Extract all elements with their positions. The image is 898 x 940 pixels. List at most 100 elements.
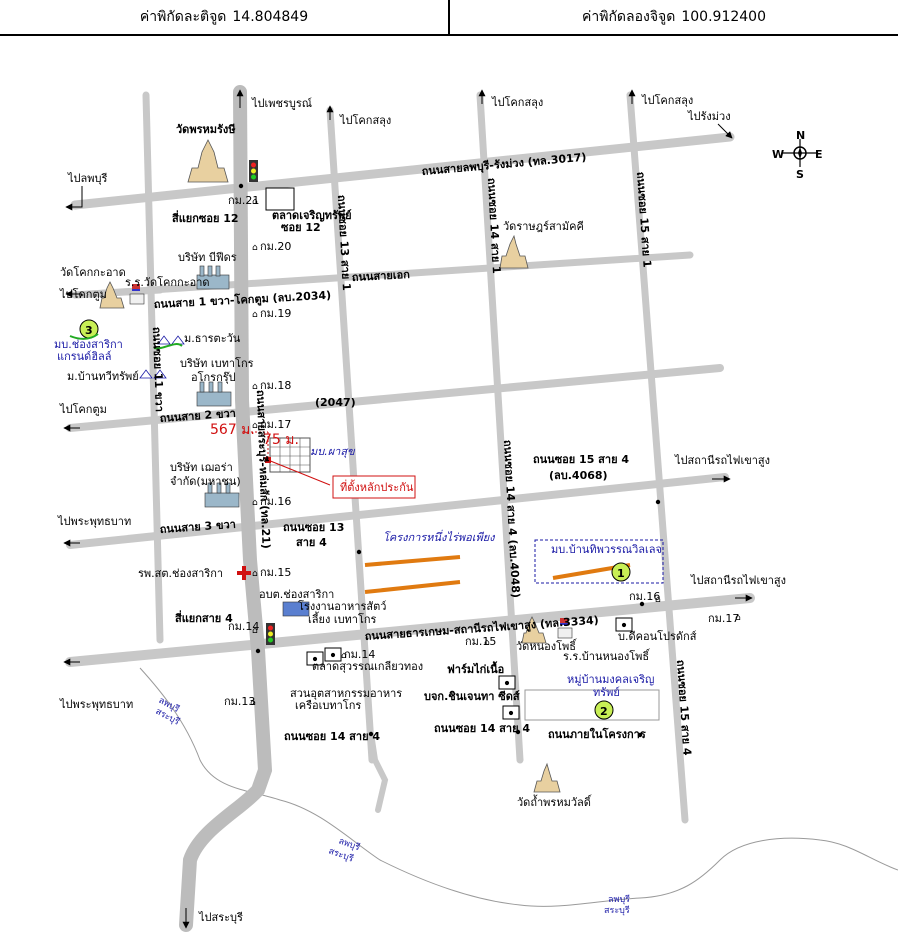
direction-labels: ไปเพชรบูรณ์ ไปโคกสลุง ไปโคกสลุง ไปโคกสลุ… [57, 93, 786, 924]
label-sieang-soi12: สี่แยกซอย 12 [172, 210, 239, 225]
label-coop-1: สวนอุตสาหกรรมอาหาร [290, 687, 402, 700]
km-13: กม.13 [224, 695, 255, 708]
svg-text:⌂: ⌂ [341, 651, 347, 661]
label-soi15-4: ถนนซอย 15 สาย 4 [533, 453, 629, 466]
traffic-light-icon [249, 160, 258, 182]
marker-3-label: 3 [85, 324, 93, 337]
label-wat-tham: วัดถ้ำพรหมวัลดิ์ [517, 794, 593, 809]
label-soi11: ถนนซอย 11 ขวา [150, 327, 166, 412]
km-18: กม.18 [260, 379, 291, 392]
label-coop-2: เครือเบทาโกร [295, 698, 361, 712]
label-obt: อบต.ช่องสาริกา [259, 588, 334, 601]
longitude-value: 100.912400 [681, 9, 766, 25]
label-soi12: ซอย 12 [281, 221, 321, 234]
village-icon [69, 333, 99, 340]
label-grand-hill: แกรนด์ฮิลล์ [57, 350, 112, 363]
label-mb-hattaphan: มบ.บ้านทิพวรรณวิลเลจ [551, 543, 662, 556]
compass: N S E W [772, 129, 823, 181]
label-internal-road: ถนนภายในโครงการ [548, 727, 646, 741]
label-road-2-khwa: ถนนสาย 2 ขวา [159, 407, 236, 425]
label-mera-2: จำกัด(มหาชน) [170, 475, 241, 488]
label-to-lopburi: ไปลพบุรี [67, 172, 107, 185]
label-to-phraphutthabat-2: ไปพระพุทธบาท [59, 698, 133, 711]
temple-icon [99, 281, 125, 309]
road-soi11 [142, 91, 164, 644]
label-lb4068: (ลบ.4068) [549, 469, 608, 482]
label-road-2047: (2047) [315, 396, 356, 409]
label-m-banthawi: ม.บ้านทวีทรัพย์ [67, 370, 139, 383]
label-to-khoksalung-3: ไปโคกสลุง [641, 93, 693, 107]
label-soi13-1: ถนนซอย 13 สาย 1 [335, 194, 353, 291]
road-2034 [71, 286, 164, 299]
label-road-3-khwa: ถนนสาย 3 ขวา [159, 518, 236, 536]
label-to-khoktum-1: ไปโคกตูม [59, 287, 107, 301]
label-kaifarm: ฟาร์มไก่เนื้อ [447, 661, 504, 676]
road-soi13 [326, 106, 376, 764]
label-to-rangmuang: ไปรังม่วง [687, 110, 731, 123]
label-mb-chongsarika: มบ.ช่องสาริกา [54, 338, 123, 351]
sufficiency-project [364, 555, 461, 594]
km-15: กม.15 [260, 566, 291, 579]
temple-icon [521, 616, 547, 644]
svg-text:⌂: ⌂ [735, 613, 741, 623]
land-parcel [243, 431, 331, 486]
km-15b: กม.15 [465, 635, 496, 648]
compass-e: E [815, 148, 823, 161]
label-land-location: ที่ตั้งหลักประกัน [340, 479, 414, 494]
km-20: กม.20 [260, 240, 291, 253]
label-wat-khokkasa: วัดโคกกะอาด [60, 265, 126, 279]
road-network [65, 91, 755, 824]
building-marker [265, 187, 633, 720]
label-price-567: 567 ม. [210, 422, 255, 438]
km-14b: กม.14 [344, 648, 375, 661]
label-to-station-1: ไปสถานีรถไฟเขาสูง [674, 454, 770, 467]
label-to-phraphutthabat-1: ไปพระพุทธบาท [57, 515, 131, 528]
village-icon [153, 335, 185, 350]
label-sieang-sai4: สี่แยกสาย 4 [175, 610, 233, 625]
hospital-icon [237, 566, 251, 580]
km-19: กม.19 [260, 307, 291, 320]
km-14: กม.14 [228, 620, 259, 633]
label-to-phetchabun: ไปเพชรบูรณ์ [251, 97, 312, 110]
label-pdcon: บ.ดีคอนโปรดักส์ [618, 629, 697, 643]
compass-w: W [772, 148, 784, 161]
road-soi15 [626, 91, 689, 824]
road-soi14 [476, 91, 524, 764]
label-mb-mongkol-1: หมู่บ้านมงคลเจริญ [567, 673, 654, 686]
label-betagro-1: บริษัท เบทาโกร [180, 356, 254, 370]
svg-text:⌂: ⌂ [252, 197, 258, 207]
road-3-khwa [66, 473, 729, 549]
temple-icon [533, 762, 561, 793]
road-sai-ek [71, 251, 694, 299]
label-mera-1: บริษัท เฌอร่า [170, 461, 233, 474]
province-b-3: สระบุรี [604, 905, 630, 916]
label-to-station-2: ไปสถานีรถไฟเขาสูง [690, 574, 786, 587]
village-icon [139, 369, 167, 379]
label-mb-mongkol-2: ทรัพย์ [593, 686, 620, 699]
label-to-saraburi: ไปสระบุรี [198, 911, 243, 924]
km-post-markers: ⌂⌂⌂ ⌂⌂⌂ ⌂⌂⌂ ⌂⌂⌂ ⌂ [250, 197, 741, 708]
km-17: กม.17 [260, 418, 291, 431]
latitude-label: ค่าพิกัดละติจูด [139, 9, 227, 25]
label-to-khoktum-2: ไปโคกตูม [59, 402, 107, 416]
label-betagro-feed: เลี้ยง เบทาโกร [308, 611, 377, 626]
temple-icon [499, 234, 529, 269]
label-wat-phromrang: วัดพรหมรังษี [176, 123, 236, 136]
km-16: กม.16 [260, 495, 291, 508]
svg-text:⌂: ⌂ [250, 698, 256, 708]
arrow-lopburi [65, 186, 83, 211]
marker-3: 3 [79, 319, 99, 339]
label-hospital: รพ.สต.ช่องสาริกา [138, 567, 223, 580]
compass-n: N [796, 129, 805, 142]
svg-text:⌂: ⌂ [252, 626, 258, 636]
label-to-khoksalung-2: ไปโคกสลุง [491, 95, 543, 109]
svg-text:⌂: ⌂ [252, 498, 258, 508]
km-labels: กม.21 กม.20 กม.19 กม.18 กม.17 กม.16 กม.1… [224, 194, 739, 708]
km-16b: กม.16 [629, 590, 660, 603]
road-3017 [70, 132, 735, 210]
compass-s: S [796, 168, 804, 181]
label-soi13-4b: สาย 4 [296, 536, 327, 549]
school-icon [129, 284, 145, 305]
factory-icon [196, 381, 232, 407]
location-map: N S E W 1 2 3 [54, 85, 898, 932]
